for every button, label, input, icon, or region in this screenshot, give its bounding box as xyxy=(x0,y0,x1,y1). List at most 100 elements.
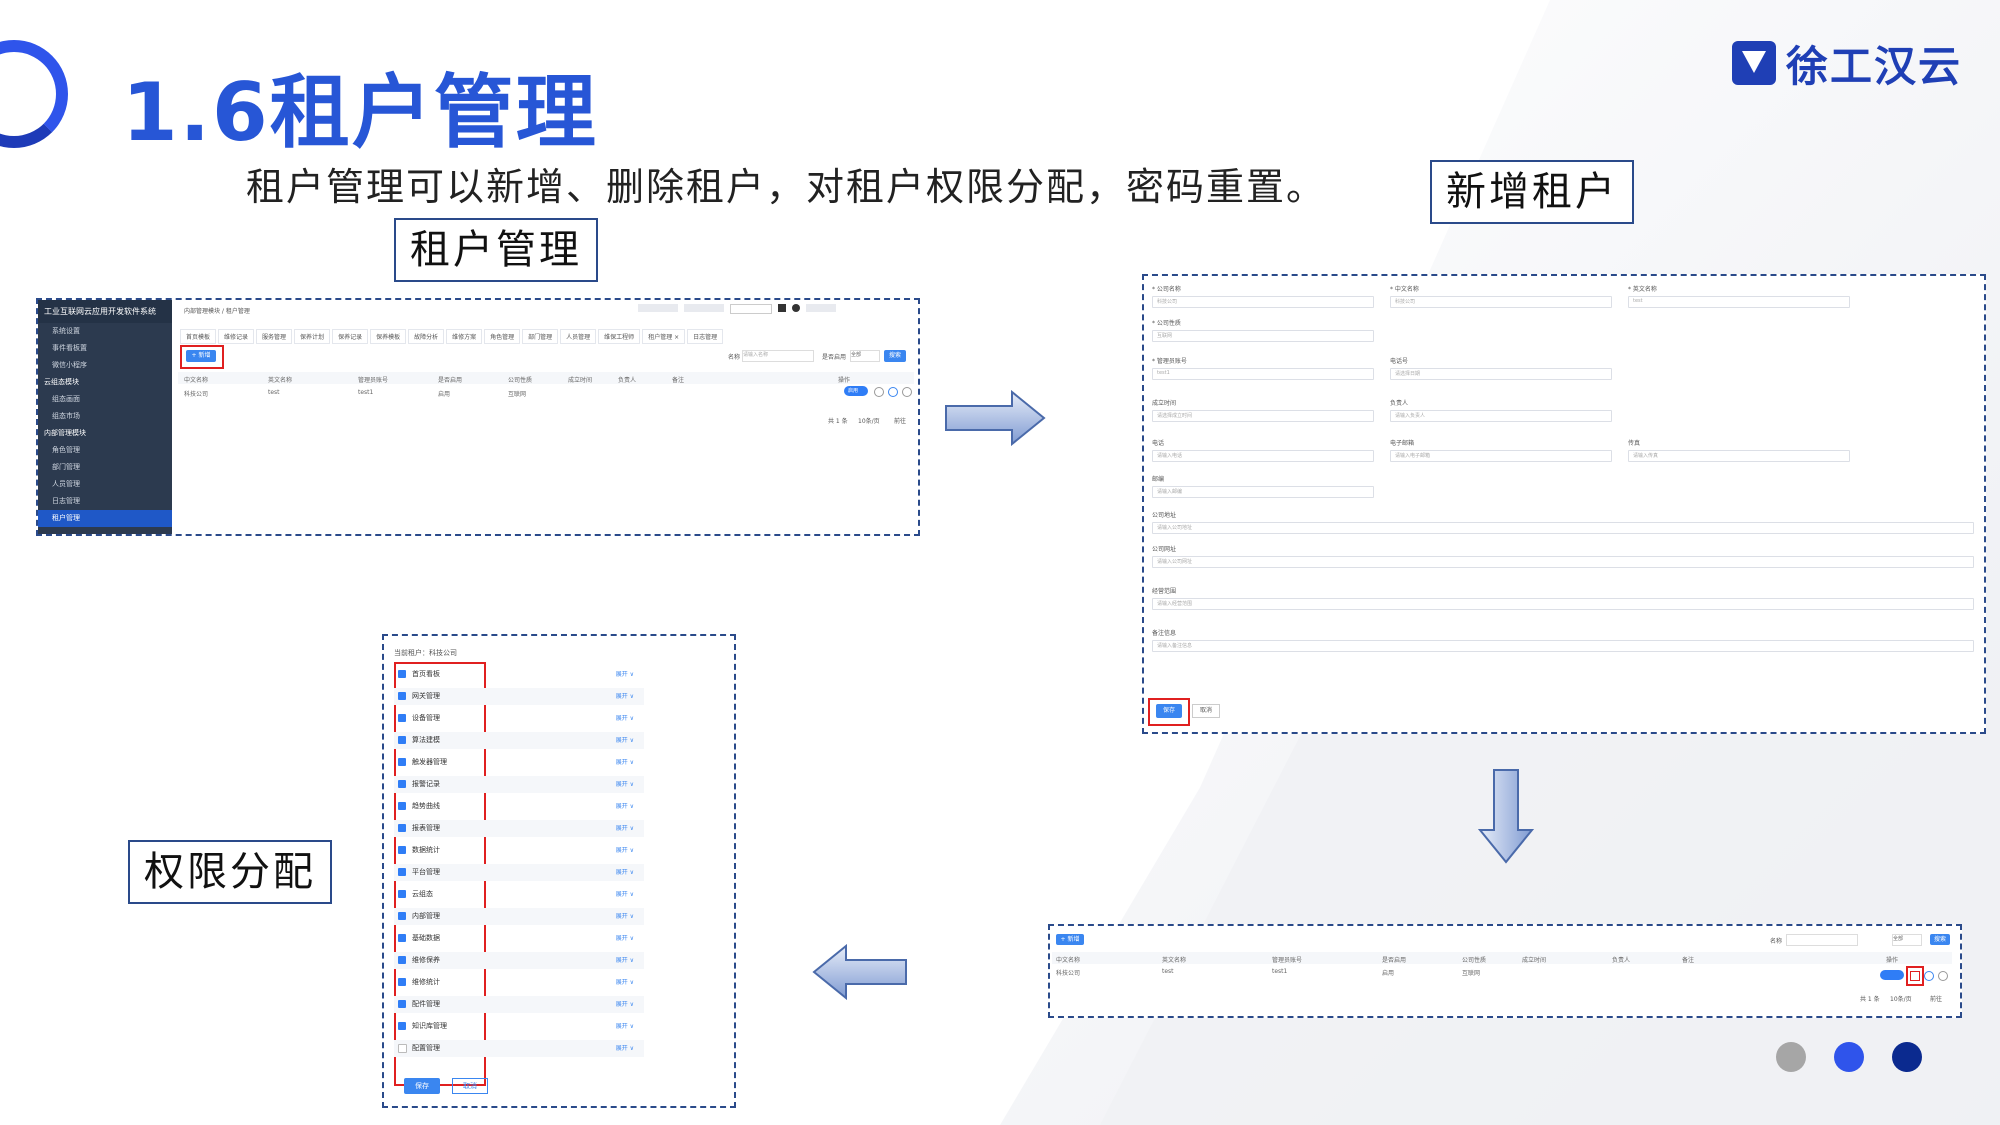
form-input[interactable]: 请选择日期 xyxy=(1390,368,1612,380)
expand-toggle[interactable]: 展开 ∨ xyxy=(615,1001,634,1008)
tab-item[interactable]: 保养模板 xyxy=(370,329,407,344)
expand-toggle[interactable]: 展开 ∨ xyxy=(615,803,634,810)
expand-toggle[interactable]: 展开 ∨ xyxy=(615,781,634,788)
permission-icon[interactable] xyxy=(1910,971,1920,981)
permission-checkbox[interactable] xyxy=(398,758,406,766)
form-input[interactable]: 请输入备注信息 xyxy=(1152,640,1974,652)
sidebar-item[interactable]: 云组态模块 xyxy=(44,378,79,386)
save-button[interactable]: 保存 xyxy=(1156,704,1182,718)
form-input[interactable]: 科技公司 xyxy=(1390,296,1612,308)
expand-toggle[interactable]: 展开 ∨ xyxy=(615,1045,634,1052)
permission-checkbox[interactable] xyxy=(398,802,406,810)
goto-page[interactable]: 前往 xyxy=(1930,996,1943,1003)
form-input[interactable]: 请输入公司网址 xyxy=(1152,556,1974,568)
tab-item[interactable]: 保养计划 xyxy=(294,329,331,344)
expand-toggle[interactable]: 展开 ∨ xyxy=(615,671,634,678)
permission-checkbox[interactable] xyxy=(398,736,406,744)
toolbar-chip[interactable] xyxy=(684,304,724,312)
form-input[interactable]: 请输入经营范围 xyxy=(1152,598,1974,610)
bell-icon[interactable] xyxy=(792,304,800,312)
permission-checkbox[interactable] xyxy=(398,912,406,920)
form-input[interactable]: 请输入传真 xyxy=(1628,450,1850,462)
tab-item[interactable]: 租户管理 × xyxy=(642,329,686,344)
sidebar-item[interactable]: 内部管理模块 xyxy=(44,429,86,437)
tab-item[interactable]: 日志管理 xyxy=(687,329,724,344)
fullscreen-icon[interactable] xyxy=(778,304,786,312)
page-size-select[interactable]: 10条/页 xyxy=(858,418,880,425)
save-button[interactable]: 保存 xyxy=(404,1078,440,1094)
cancel-button[interactable]: 取消 xyxy=(1192,704,1220,718)
permission-checkbox[interactable] xyxy=(398,670,406,678)
sidebar-item[interactable]: 组态市场 xyxy=(52,412,80,420)
expand-toggle[interactable]: 展开 ∨ xyxy=(615,825,634,832)
enable-toggle[interactable]: 启用 xyxy=(844,386,868,396)
edit-icon[interactable] xyxy=(888,387,898,397)
expand-toggle[interactable]: 展开 ∨ xyxy=(615,737,634,744)
form-input[interactable]: 请输入电话 xyxy=(1152,450,1374,462)
tab-item[interactable]: 维修方案 xyxy=(446,329,483,344)
expand-toggle[interactable]: 展开 ∨ xyxy=(615,847,634,854)
permission-checkbox[interactable] xyxy=(398,780,406,788)
sidebar-item[interactable]: 系统设置 xyxy=(52,327,80,335)
edit-icon[interactable] xyxy=(1924,971,1934,981)
form-input[interactable]: 请输入公司地址 xyxy=(1152,522,1974,534)
form-input[interactable]: 请输入负责人 xyxy=(1390,410,1612,422)
expand-toggle[interactable]: 展开 ∨ xyxy=(615,913,634,920)
tab-item[interactable]: 部门管理 xyxy=(522,329,559,344)
search-button[interactable]: 搜索 xyxy=(884,350,906,362)
toolbar-chip[interactable] xyxy=(638,304,678,312)
sidebar-item[interactable]: 组态画面 xyxy=(52,395,80,403)
tab-item[interactable]: 维保工程师 xyxy=(598,329,641,344)
tab-item[interactable]: 故障分析 xyxy=(408,329,445,344)
form-input[interactable]: test xyxy=(1628,296,1850,308)
delete-icon[interactable] xyxy=(1938,971,1948,981)
status-select[interactable]: 全部 xyxy=(1892,934,1922,946)
sidebar-item[interactable]: 租户管理 xyxy=(38,510,172,527)
permission-checkbox[interactable] xyxy=(398,956,406,964)
sidebar-item[interactable]: 人员管理 xyxy=(52,480,80,488)
expand-toggle[interactable]: 展开 ∨ xyxy=(615,693,634,700)
expand-toggle[interactable]: 展开 ∨ xyxy=(615,891,634,898)
permission-checkbox[interactable] xyxy=(398,1022,406,1030)
sidebar-item[interactable]: 事件看板置 xyxy=(52,344,87,352)
permission-checkbox[interactable] xyxy=(398,824,406,832)
expand-toggle[interactable]: 展开 ∨ xyxy=(615,759,634,766)
permission-checkbox[interactable] xyxy=(398,890,406,898)
add-tenant-button[interactable]: + 新增 xyxy=(186,350,216,362)
sidebar-item[interactable]: 部门管理 xyxy=(52,463,80,471)
sidebar-item[interactable]: 日志管理 xyxy=(52,497,80,505)
permission-checkbox[interactable] xyxy=(398,1000,406,1008)
expand-toggle[interactable]: 展开 ∨ xyxy=(615,715,634,722)
permission-checkbox[interactable] xyxy=(398,934,406,942)
add-tenant-button[interactable]: + 新增 xyxy=(1056,934,1084,945)
sidebar-item[interactable]: 角色管理 xyxy=(52,446,80,454)
expand-toggle[interactable]: 展开 ∨ xyxy=(615,979,634,986)
enable-toggle[interactable] xyxy=(1880,970,1904,980)
permission-checkbox[interactable] xyxy=(398,846,406,854)
delete-icon[interactable] xyxy=(902,387,912,397)
sidebar-item[interactable]: 微信小程序 xyxy=(52,361,87,369)
form-input[interactable]: 请选择成立时间 xyxy=(1152,410,1374,422)
user-menu[interactable] xyxy=(806,304,836,312)
form-input[interactable]: 互联网 xyxy=(1152,330,1374,342)
settings-icon[interactable] xyxy=(874,387,884,397)
tab-item[interactable]: 保养记录 xyxy=(332,329,369,344)
status-select[interactable]: 全部 xyxy=(850,350,880,362)
search-button[interactable]: 搜索 xyxy=(1930,934,1950,945)
permission-checkbox[interactable] xyxy=(398,692,406,700)
expand-toggle[interactable]: 展开 ∨ xyxy=(615,1023,634,1030)
form-input[interactable]: test1 xyxy=(1152,368,1374,380)
tab-item[interactable]: 人员管理 xyxy=(560,329,597,344)
goto-page[interactable]: 前往 xyxy=(894,418,907,425)
permission-checkbox[interactable] xyxy=(398,714,406,722)
search-input[interactable]: 请输入名称 xyxy=(742,350,814,362)
cancel-button[interactable]: 取消 xyxy=(452,1078,488,1094)
form-input[interactable]: 科技公司 xyxy=(1152,296,1374,308)
permission-checkbox[interactable] xyxy=(398,978,406,986)
form-input[interactable]: 请输入电子邮箱 xyxy=(1390,450,1612,462)
permission-checkbox[interactable] xyxy=(398,868,406,876)
permission-checkbox[interactable] xyxy=(398,1044,407,1053)
search-input[interactable] xyxy=(1786,934,1858,946)
expand-toggle[interactable]: 展开 ∨ xyxy=(615,957,634,964)
tab-item[interactable]: 服务管理 xyxy=(256,329,293,344)
